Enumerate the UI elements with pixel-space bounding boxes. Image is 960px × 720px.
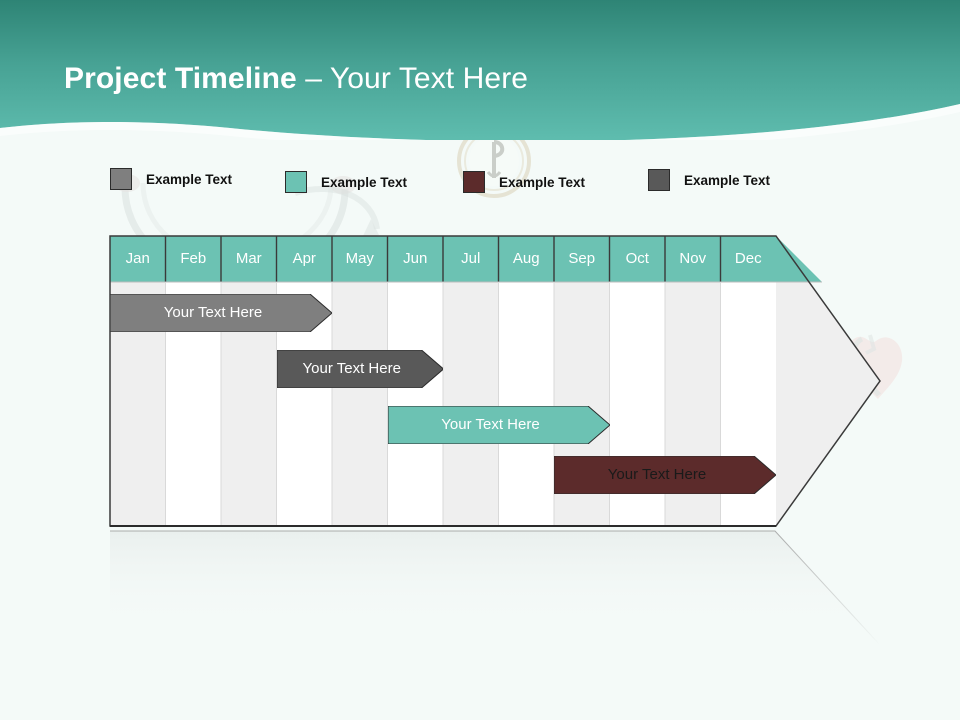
task-bar[interactable]: Your Text Here <box>110 294 332 332</box>
task-bar[interactable]: Your Text Here <box>554 456 776 494</box>
legend-label: Example Text <box>146 171 233 187</box>
legend-item: Example Text <box>110 168 232 190</box>
legend-label: Example Text <box>684 172 771 188</box>
page-title: Project Timeline – Your Text Here <box>64 62 528 96</box>
legend-swatch-icon <box>648 169 670 191</box>
chart-reflection <box>110 530 880 646</box>
legend-swatch-icon <box>463 171 485 193</box>
legend-swatch-icon <box>285 171 307 193</box>
legend-label: Example Text <box>499 174 586 190</box>
page-title-rest: – Your Text Here <box>296 62 529 95</box>
legend: Example Text Example Text Example Text Exam… <box>0 160 960 200</box>
legend-label: Example Text <box>321 174 408 190</box>
task-bar[interactable]: Your Text Here <box>276 350 443 388</box>
legend-item: Example Text <box>285 171 407 193</box>
legend-swatch-icon <box>110 168 132 190</box>
task-bar[interactable]: Your Text Here <box>387 406 610 444</box>
legend-item: Example Text <box>463 171 585 193</box>
page-title-bold: Project Timeline <box>64 62 297 95</box>
legend-item: Example Text <box>648 169 770 191</box>
header-banner <box>0 0 960 140</box>
